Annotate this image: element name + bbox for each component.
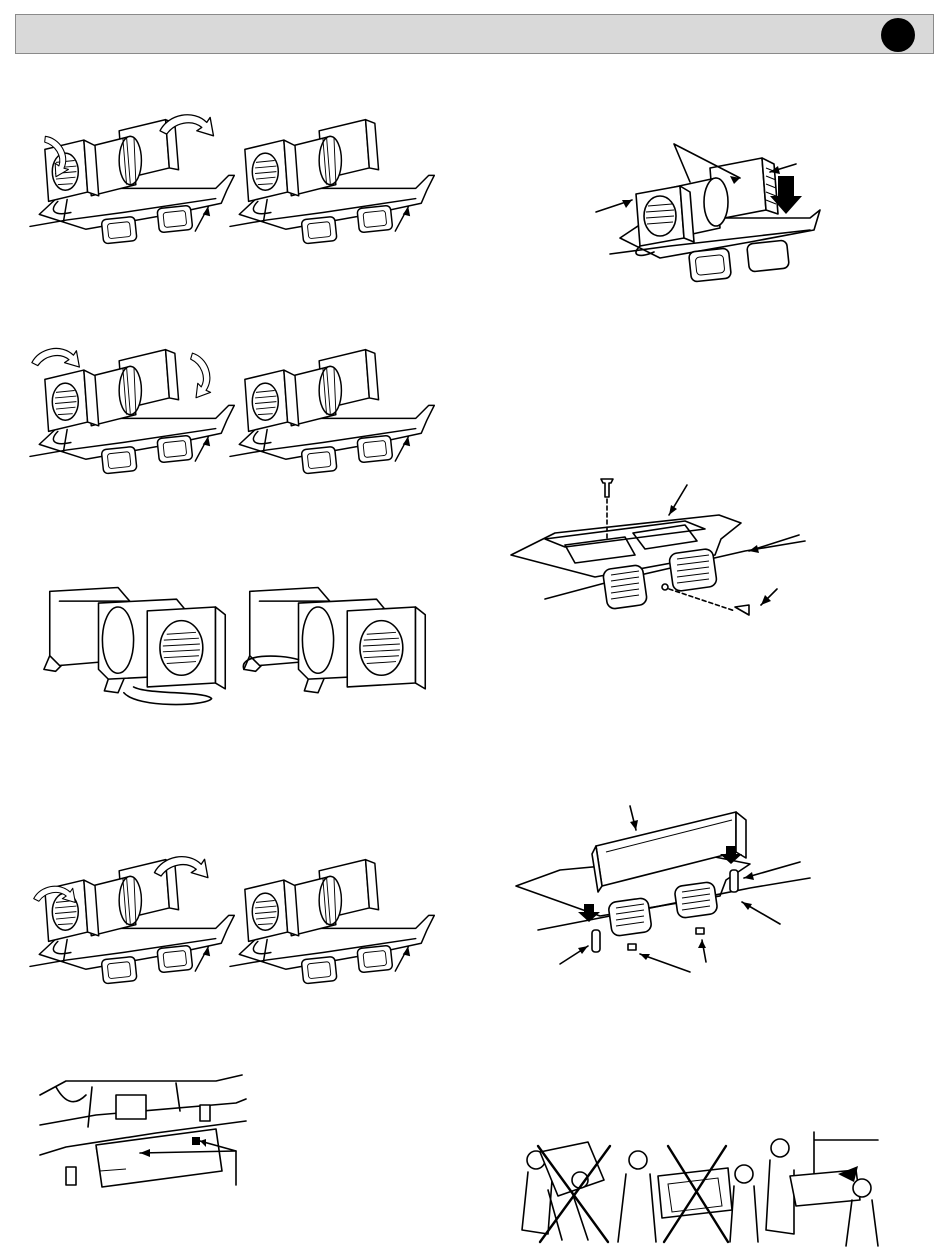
two-people-installing-icon	[766, 1132, 878, 1246]
lifting-warning	[518, 1130, 890, 1248]
step1-rotate-left-blower	[30, 110, 225, 250]
step2-rotate-both-blowers	[30, 340, 225, 480]
page-language-badge	[881, 18, 915, 52]
cabinet-bottom-knockouts	[36, 1075, 266, 1195]
person-lifting-alone-icon	[522, 1142, 604, 1240]
step2-rotated-result	[230, 340, 425, 480]
blower-placement-detail	[590, 138, 820, 298]
step4-rotate-blowers	[30, 850, 225, 990]
blower-unit-front-view-a	[40, 580, 235, 710]
two-people-lifting-icon	[618, 1151, 758, 1242]
step1-rotated-result	[230, 110, 425, 250]
step4-rotated-result	[230, 850, 425, 990]
mounting-plate-screws	[505, 475, 805, 625]
page-header-bar	[15, 14, 934, 54]
blower-unit-front-view-b	[240, 580, 435, 710]
damper-installation	[510, 800, 810, 980]
